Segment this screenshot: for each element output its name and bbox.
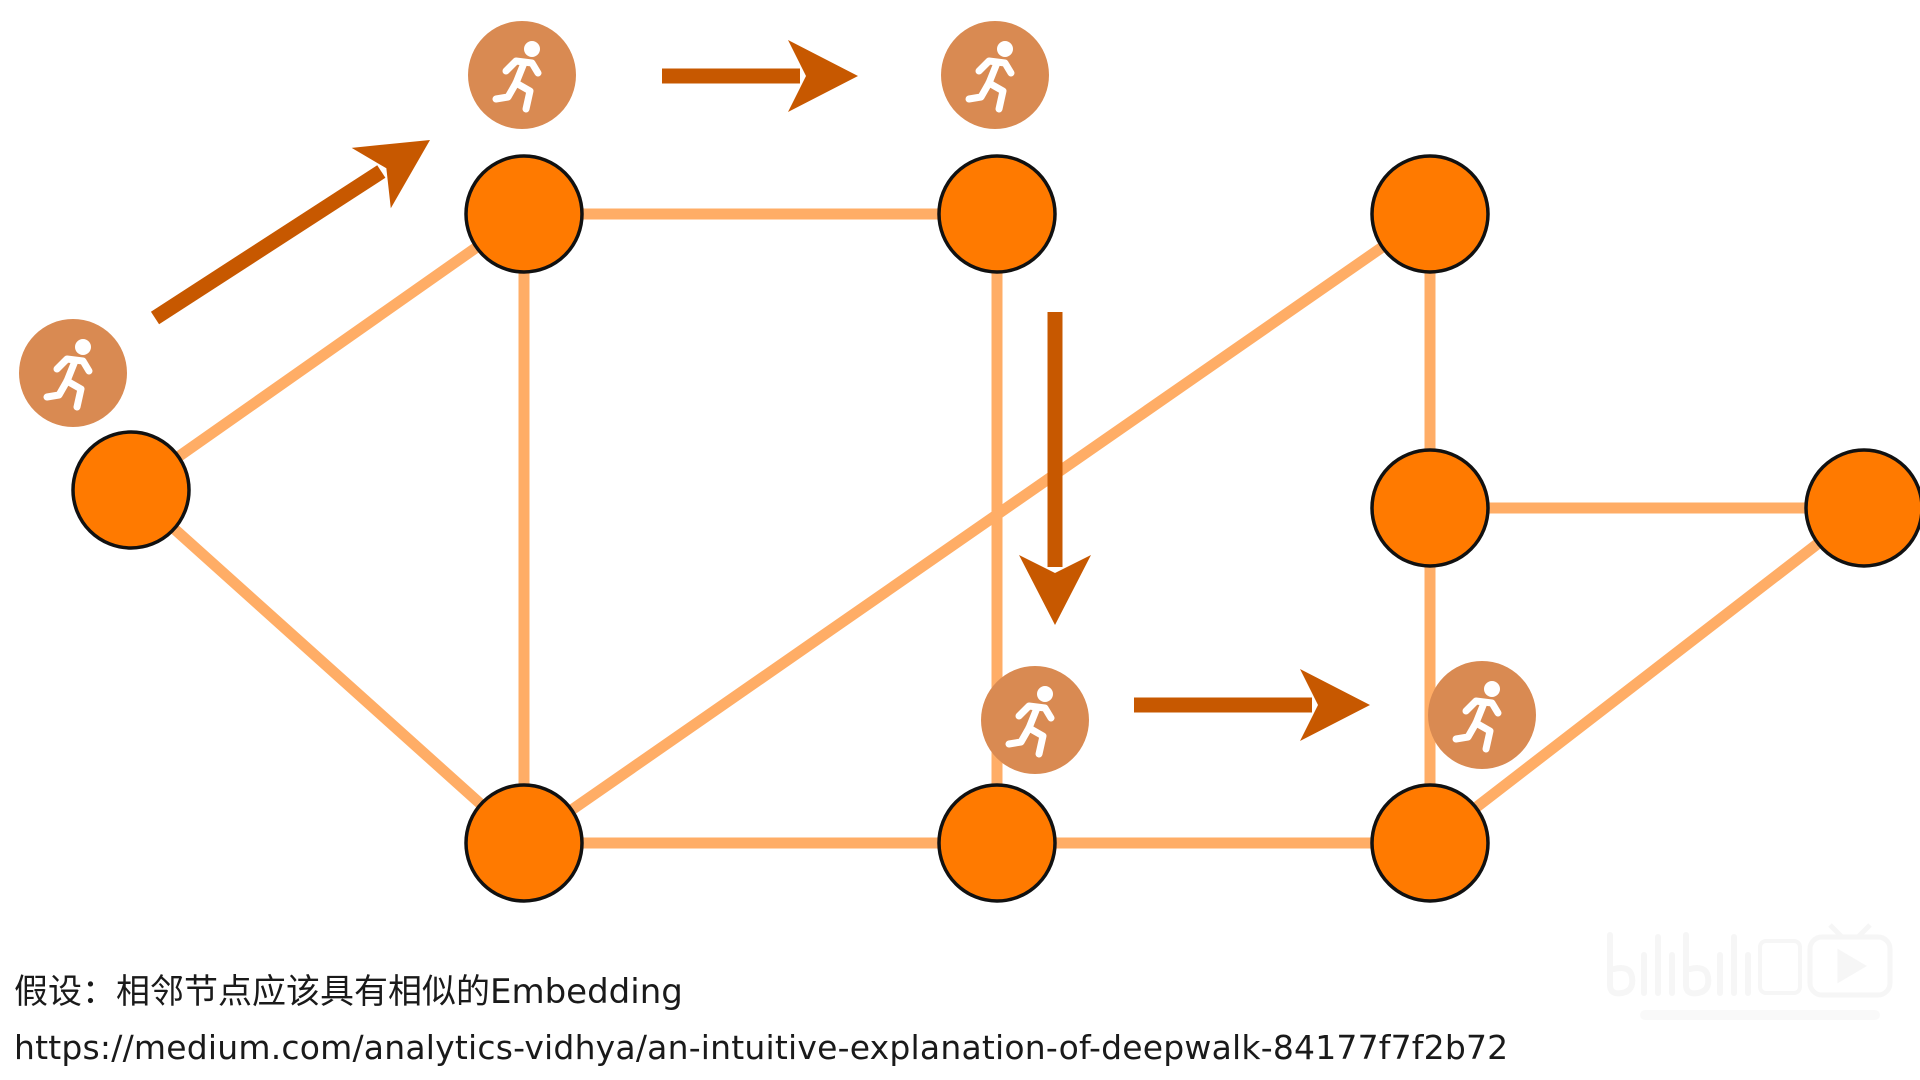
running-person-icon <box>1452 681 1502 753</box>
walker-2-icon <box>468 21 576 129</box>
walk-arrow-3 <box>1019 312 1091 625</box>
node-n1 <box>71 430 191 550</box>
node-n8 <box>1370 448 1490 568</box>
node-n4 <box>1370 154 1490 274</box>
edge-n1-n2 <box>125 208 530 496</box>
walk-arrow-1-head <box>351 140 430 209</box>
walk-arrow-2-head <box>788 40 858 112</box>
node-n6 <box>937 783 1057 903</box>
running-person-icon <box>965 41 1015 113</box>
walk-arrow-4-head <box>1300 669 1370 741</box>
badge-icon <box>1758 939 1802 995</box>
walker-1-icon <box>19 319 127 427</box>
running-person-icon <box>1005 686 1055 758</box>
graph-nodes <box>71 154 1920 903</box>
edge-n1-n5 <box>125 484 530 849</box>
walk-arrow-2 <box>662 40 858 112</box>
walker-5-icon <box>1428 661 1536 769</box>
walk-arrow-4 <box>1134 669 1370 741</box>
node-n2 <box>464 154 584 274</box>
walker-4-icon <box>981 666 1089 774</box>
watermark-subtitle-mark <box>1640 1010 1880 1020</box>
bilibili-logo <box>1607 932 1751 997</box>
edge-n9-n7 <box>1424 502 1870 849</box>
source-url: https://medium.com/analytics-vidhya/an-i… <box>14 1028 1509 1067</box>
walk-arrow-1-shaft <box>150 165 386 325</box>
running-person-icon <box>43 339 93 411</box>
edge-n4-n5 <box>518 208 1436 849</box>
tv-icon <box>1807 923 1893 998</box>
node-n3 <box>937 154 1057 274</box>
bilibili-watermark <box>1607 923 1893 1020</box>
walk-arrow-1 <box>150 140 430 325</box>
walk-arrow-3-head <box>1019 555 1091 625</box>
node-n7 <box>1370 783 1490 903</box>
walker-3-icon <box>941 21 1049 129</box>
running-person-icon <box>492 41 542 113</box>
node-n9 <box>1804 448 1920 568</box>
node-n5 <box>464 783 584 903</box>
walkers <box>19 21 1536 774</box>
walk-arrows <box>150 40 1370 741</box>
hypothesis-caption: 假设：相邻节点应该具有相似的Embedding <box>14 972 683 1012</box>
